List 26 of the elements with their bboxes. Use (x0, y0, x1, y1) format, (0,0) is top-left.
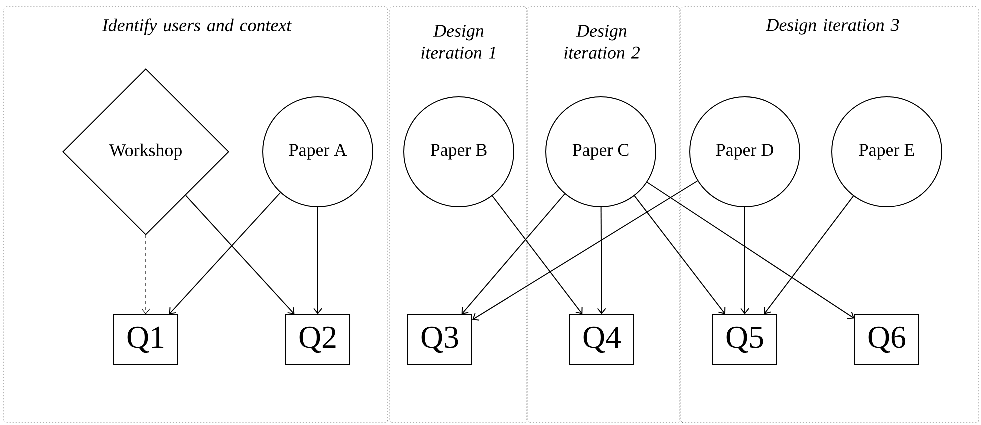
question-box: Q1 (114, 314, 178, 366)
arrow (462, 194, 566, 314)
group-title: Identify users and context (102, 18, 292, 36)
group-frame (4, 6, 388, 424)
group-title: Design iteration 1 (422, 25, 496, 59)
arrow (634, 196, 726, 314)
arrow (142, 235, 150, 314)
question-box: Q6 (854, 314, 920, 366)
question-box: Q2 (286, 314, 350, 366)
arrow (314, 207, 322, 314)
question-box: Q4 (570, 314, 634, 366)
arrow (492, 196, 583, 314)
arrow (597, 207, 606, 314)
arrow (169, 192, 282, 314)
group-title: Design iteration 2 (564, 25, 640, 59)
group-title: Design iteration 3 (766, 19, 900, 35)
arrow (764, 196, 854, 314)
arrow (472, 180, 698, 321)
arrow (646, 182, 854, 320)
group-frame (390, 6, 528, 424)
group-frame (680, 6, 980, 424)
arrow (740, 207, 750, 314)
group-frame (528, 6, 680, 424)
question-box: Q3 (408, 314, 472, 366)
question-box: Q5 (712, 314, 778, 366)
arrow (185, 195, 295, 314)
